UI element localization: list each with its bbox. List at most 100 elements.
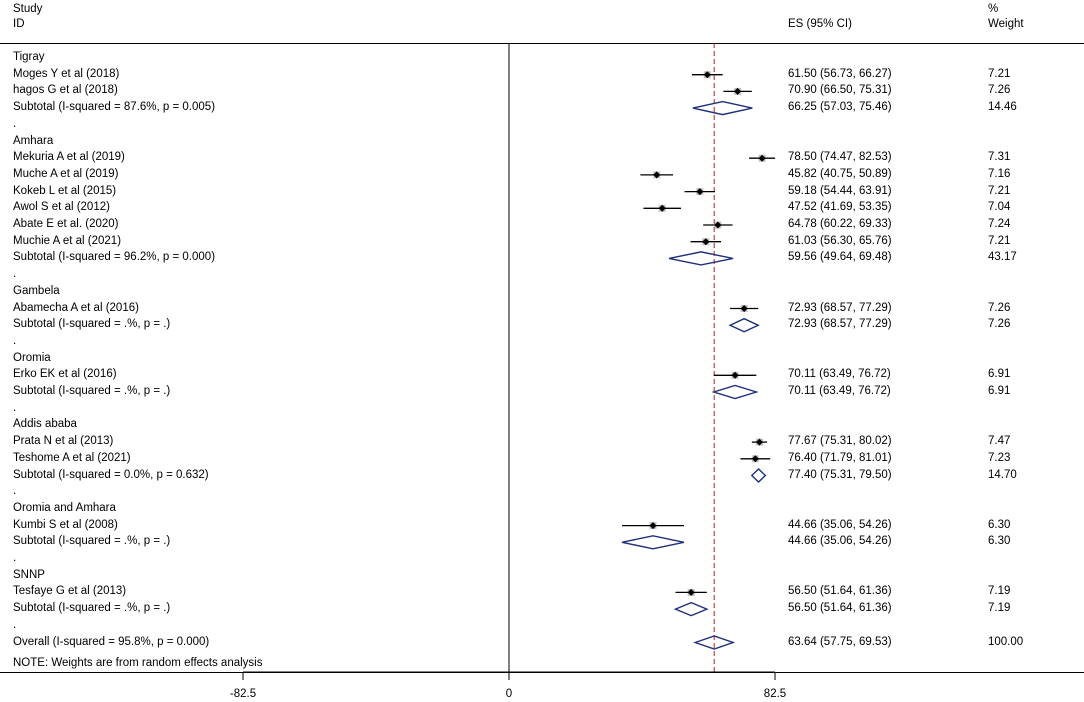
group-label: Oromia and Amhara (13, 501, 116, 514)
subtotal-label: Subtotal (I-squared = .%, p = .) (13, 535, 171, 548)
weight-value: 7.23 (988, 451, 1011, 464)
effect-size-ci: 70.11 (63.49, 76.72) (788, 385, 891, 397)
study-label: Erko EK et al (2016) (13, 368, 117, 381)
effect-size-ci: 61.50 (56.73, 66.27) (788, 67, 892, 80)
effect-size-ci: 47.52 (41.69, 53.35) (788, 201, 892, 214)
weight-value: 14.46 (988, 101, 1017, 114)
id-header: ID (13, 18, 25, 30)
row-separator: . (13, 485, 17, 498)
group-label: Oromia (13, 351, 51, 364)
point-estimate (649, 522, 657, 530)
point-estimate (755, 438, 763, 446)
point-estimate (714, 221, 722, 229)
weight-value: 100.00 (988, 635, 1024, 648)
subtotal-label: Subtotal (I-squared = .%, p = .) (13, 602, 171, 615)
effect-size-ci: 72.93 (68.57, 77.29) (788, 301, 892, 314)
point-estimate (731, 371, 739, 379)
effect-size-ci: 44.66 (35.06, 54.26) (788, 518, 892, 531)
point-estimate (734, 87, 742, 95)
group-label: Addis ababa (13, 418, 77, 431)
row-separator: . (13, 334, 17, 347)
effect-size-ci: 77.67 (75.31, 80.02) (788, 435, 892, 448)
subtotal-label: Subtotal (I-squared = 96.2%, p = 0.000) (13, 251, 216, 264)
weight-value: 7.19 (988, 585, 1011, 598)
weight-value: 7.26 (988, 84, 1011, 97)
weight-value: 7.21 (988, 234, 1011, 247)
study-label: Moges Y et al (2018) (13, 67, 120, 80)
effect-size-ci: 56.50 (51.64, 61.36) (788, 602, 892, 615)
study-label: Prata N et al (2013) (13, 435, 114, 448)
point-estimate (653, 171, 661, 179)
subtotal-diamond (750, 468, 767, 483)
weight-value: 6.91 (988, 368, 1011, 381)
subtotal-label: Subtotal (I-squared = 87.6%, p = 0.005) (13, 101, 216, 114)
effect-size-ci: 59.18 (54.44, 63.91) (788, 184, 892, 197)
study-label: Muche A et al (2019) (13, 167, 119, 180)
point-estimate (702, 238, 710, 246)
study-label: hagos G et al (2018) (13, 84, 118, 97)
effect-size-ci: 76.40 (71.79, 81.01) (788, 451, 892, 464)
x-tick-label: 0 (505, 688, 513, 700)
study-label: Awol S et al (2012) (13, 201, 110, 214)
effect-size-ci: 44.66 (35.06, 54.26) (788, 535, 892, 548)
effect-size-ci: 72.93 (68.57, 77.29) (788, 318, 892, 331)
subtotal-label: Subtotal (I-squared = .%, p = .) (13, 318, 171, 331)
weight-value: 7.19 (988, 602, 1011, 615)
weight-value: 6.91 (988, 385, 1011, 397)
effect-size-ci: 77.40 (75.31, 79.50) (788, 468, 892, 481)
group-label: Tigray (13, 51, 45, 63)
header-divider (0, 43, 1084, 44)
effect-size-ci: 63.64 (57.75, 69.53) (788, 635, 892, 648)
weight-header: Weight (988, 18, 1024, 30)
weight-value: 43.17 (988, 251, 1017, 264)
subtotal-diamond (711, 384, 759, 400)
row-separator: . (13, 401, 17, 414)
study-header: Study (13, 3, 43, 15)
subtotal-diamond (728, 317, 760, 333)
subtotal-diamond (692, 100, 753, 116)
x-tick-label: 82.5 (763, 688, 787, 700)
row-separator: . (13, 268, 17, 281)
weight-value: 7.47 (988, 435, 1011, 448)
weight-value: 7.24 (988, 218, 1011, 230)
subtotal-diamond (668, 251, 734, 266)
point-estimate (696, 188, 704, 196)
effect-size-ci: 78.50 (74.47, 82.53) (788, 151, 892, 164)
study-label: Abate E et al. (2020) (13, 218, 119, 230)
overall-label: Overall (I-squared = 95.8%, p = 0.000) (13, 635, 210, 648)
study-label: Teshome A et al (2021) (13, 451, 131, 464)
point-estimate (758, 154, 766, 162)
study-label: Muchie A et al (2021) (13, 234, 122, 247)
effect-size-ci: 70.90 (66.50, 75.31) (788, 84, 892, 97)
study-label: Tesfaye G et al (2013) (13, 585, 127, 598)
point-estimate (687, 588, 695, 596)
row-separator: . (13, 552, 17, 564)
effect-size-ci: 66.25 (57.03, 75.46) (788, 101, 892, 114)
weight-value: 7.26 (988, 318, 1011, 331)
weights-note: NOTE: Weights are from random effects an… (13, 657, 263, 669)
x-tick-label: -82.5 (229, 688, 257, 700)
study-label: Abamecha A et al (2016) (13, 301, 139, 314)
subtotal-label: Subtotal (I-squared = 0.0%, p = 0.632) (13, 468, 209, 481)
group-label: Gambela (13, 284, 60, 297)
study-label: Kokeb L et al (2015) (13, 184, 117, 197)
overall-diamond (693, 635, 736, 650)
effect-size-ci: 56.50 (51.64, 61.36) (788, 585, 892, 598)
subtotal-diamond (673, 601, 709, 617)
weight-value: 7.04 (988, 201, 1011, 214)
point-estimate (658, 204, 666, 212)
weight-value: 7.26 (988, 301, 1011, 314)
point-estimate (740, 305, 748, 312)
weight-value: 14.70 (988, 468, 1017, 481)
weight-value: 7.21 (988, 67, 1011, 80)
effect-size-ci: 64.78 (60.22, 69.33) (788, 218, 892, 230)
weight-value: 6.30 (988, 518, 1011, 531)
group-label: Amhara (13, 134, 54, 147)
subtotal-diamond (621, 535, 685, 550)
effect-size-ci: 45.82 (40.75, 50.89) (788, 167, 892, 180)
weight-value: 7.21 (988, 184, 1011, 197)
weight-value: 7.31 (988, 151, 1011, 164)
group-label: SNNP (13, 568, 45, 581)
